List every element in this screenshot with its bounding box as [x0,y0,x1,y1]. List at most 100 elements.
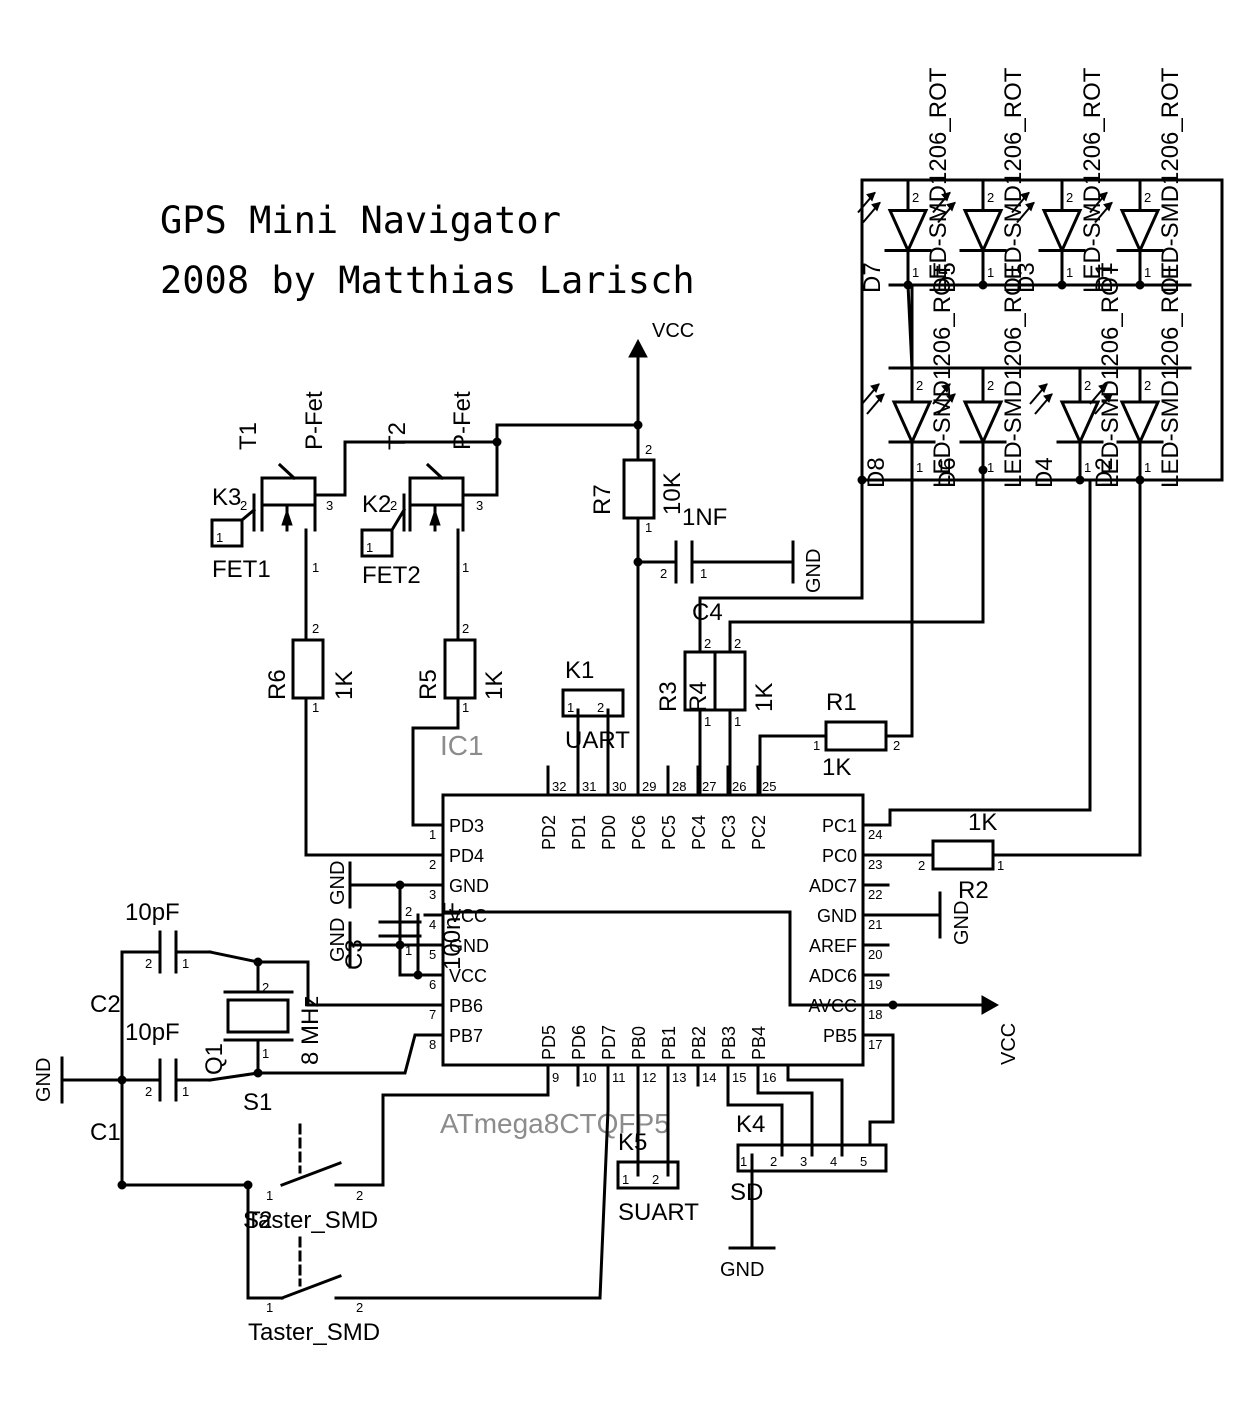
ic-pin-number: 24 [868,827,882,842]
svg-text:2: 2 [1144,378,1151,393]
ic-pin-number: 21 [868,917,882,932]
svg-text:1: 1 [567,700,574,715]
svg-text:1: 1 [216,530,223,545]
svg-text:1: 1 [312,700,319,715]
gnd-label-1: GND [327,861,349,905]
led-name: D2 [1091,457,1118,488]
ic-pin-number: 13 [672,1070,686,1085]
ic-pin-number: 18 [868,1007,882,1022]
vcc-label-top: VCC [652,320,694,342]
c4-name: C4 [692,599,723,626]
c3-value: 100nF [439,902,466,970]
svg-text:1: 1 [813,738,820,753]
ic-pin-number: 7 [429,1007,436,1022]
ic-pin-label: AREF [809,936,857,956]
capacitor-c1: 2 1 GND 10pF C1 [33,1019,212,1146]
svg-text:1: 1 [622,1172,629,1187]
led-name: D4 [1031,457,1058,488]
svg-text:1: 1 [912,265,919,280]
svg-text:2: 2 [356,1300,363,1315]
resistor-r7: 2 1 R7 10K [589,442,686,797]
svg-text:1: 1 [262,1046,269,1061]
capacitor-c3: 2 1 GND GND C3 100nF [327,861,466,980]
k5-name: K5 [618,1129,647,1156]
capacitor-c4: 2 1 1NF C4 GND [636,504,825,626]
ic-pin-label: ADC6 [809,966,857,986]
ic-pin-number: 26 [732,779,746,794]
ic-pin-label: PC1 [822,816,857,836]
ic-pin-label: PB3 [719,1026,739,1060]
k4-value: SD [730,1179,763,1206]
svg-text:1: 1 [462,560,469,575]
svg-text:1: 1 [405,943,412,958]
connector-k2: 1 K2 FET2 [360,491,421,589]
k2-name: K2 [362,491,391,518]
svg-text:1: 1 [1084,460,1091,475]
r5-name: R5 [415,669,442,700]
s2-value: Taster_SMD [248,1319,380,1346]
r6-value: 1K [331,671,358,700]
r1-value: 1K [822,754,851,781]
switch-s2: 1 2 S2 Taster_SMD [243,1063,610,1346]
led-value: LED-SMD1206_ROT [1157,262,1184,488]
ic-pin-label: PD0 [599,815,619,850]
t1-name: T1 [235,422,262,450]
svg-text:3: 3 [326,498,333,513]
ic-pin-number: 31 [582,779,596,794]
r3-name: R3 [655,681,682,712]
ic1-part-number: ATmega8CTQFP5 [440,1108,670,1139]
vcc-supply-top: VCC [628,320,694,462]
svg-text:2: 2 [262,980,269,995]
t1-type: P-Fet [301,391,328,450]
svg-text:4: 4 [830,1154,837,1169]
k5-value: SUART [618,1199,699,1226]
svg-text:2: 2 [597,700,604,715]
r7-value: 10K [659,472,686,515]
svg-text:1: 1 [266,1188,273,1203]
led-name: D6 [934,457,961,488]
svg-text:2: 2 [770,1154,777,1169]
k3-name: K3 [212,484,241,511]
ic-pin-number: 16 [762,1070,776,1085]
r4-value: 1K [751,683,778,712]
svg-text:2: 2 [645,442,652,457]
ic-pin-label: GND [817,906,857,926]
ic-pin-label: PD2 [539,815,559,850]
ic-pin-number: 9 [552,1070,559,1085]
led-value: LED-SMD1206_ROT [925,67,952,293]
svg-text:2: 2 [912,190,919,205]
r5-value: 1K [481,671,508,700]
svg-text:1: 1 [997,858,1004,873]
ic-pin-number: 11 [612,1070,626,1085]
capacitor-c2: 2 1 10pF C2 [90,899,212,1187]
ic-pin-number: 4 [429,917,436,932]
svg-text:1: 1 [1144,460,1151,475]
ic-pin-number: 20 [868,947,882,962]
resistor-r1: 1 2 R1 1K [758,284,914,797]
svg-text:1: 1 [182,1084,189,1099]
resistor-r2: 2 1 1K R2 [861,478,1142,904]
svg-text:2: 2 [916,378,923,393]
ic-pin-number: 12 [642,1070,656,1085]
gnd-label-c1: GND [33,1058,55,1102]
svg-text:2: 2 [987,378,994,393]
led-value: LED-SMD1206_ROT [1000,262,1027,488]
crystal-q1: 2 1 Q1 8 MHz [201,950,445,1082]
s2-name: S2 [243,1207,272,1234]
svg-text:2: 2 [1066,190,1073,205]
led-value: LED-SMD1206_ROT [929,262,956,488]
ic-pin-number: 6 [429,977,436,992]
gnd-label-c4: GND [803,549,825,593]
ic-pin-number: 28 [672,779,686,794]
svg-text:1: 1 [182,956,189,971]
ic-pin-label: PD3 [449,816,484,836]
ic-pin-label: PD7 [599,1025,619,1060]
svg-text:2: 2 [918,858,925,873]
s1-name: S1 [243,1089,272,1116]
